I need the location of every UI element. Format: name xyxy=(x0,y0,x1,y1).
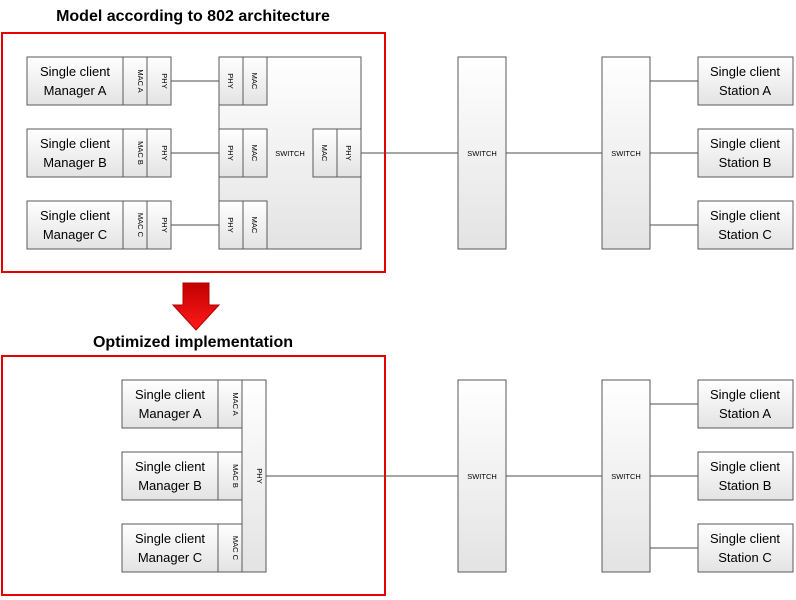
bottom-manager-c: Single client Manager C MAC C xyxy=(121,523,243,573)
manager-b-phy: PHY xyxy=(160,145,169,160)
bottom-station-c: Single client Station C xyxy=(697,523,794,573)
bottom-manager-b-mac: MAC B xyxy=(231,464,240,488)
manager-c-line1: Single client xyxy=(40,208,110,223)
top-section-title: Model according to 802 architecture xyxy=(56,8,330,25)
bottom-manager-a-mac: MAC A xyxy=(231,392,240,415)
bottom-section-title: Optimized implementation xyxy=(93,334,293,351)
top-station-b-line2: Station B xyxy=(719,155,772,170)
shared-phy-label: PHY xyxy=(255,468,264,483)
bottom-switch-1-label: SWITCH xyxy=(467,472,497,481)
top-station-b-line1: Single client xyxy=(710,136,780,151)
top-station-c: Single client Station C xyxy=(697,200,794,250)
top-manager-c: Single client Manager C MAC C PHY xyxy=(26,200,172,250)
bridge-port-b-mac: MAC xyxy=(250,145,259,162)
manager-b-mac: MAC B xyxy=(136,141,145,165)
bottom-station-a-line2: Station A xyxy=(719,406,771,421)
bottom-station-b: Single client Station B xyxy=(697,451,794,501)
top-station-c-line2: Station C xyxy=(718,227,771,242)
bridge-port-a-mac: MAC xyxy=(250,73,259,90)
bottom-manager-c-line2: Manager C xyxy=(138,550,202,565)
bottom-station-c-line1: Single client xyxy=(710,531,780,546)
manager-b-line2: Manager B xyxy=(43,155,107,170)
bottom-manager-c-mac: MAC C xyxy=(231,536,240,561)
bridge-switch-label: SWITCH xyxy=(275,149,305,158)
manager-a-line2: Manager A xyxy=(44,83,107,98)
bottom-switch-1: SWITCH xyxy=(457,379,507,573)
top-manager-a: Single client Manager A MAC A PHY xyxy=(26,56,172,106)
top-switch-1: SWITCH xyxy=(457,56,507,250)
top-bridge-switch: SWITCH PHY MAC PHY MAC PHY MAC MAC PHY xyxy=(218,56,362,250)
bottom-switch-2: SWITCH xyxy=(601,379,651,573)
bottom-manager-b-line2: Manager B xyxy=(138,478,202,493)
bottom-station-c-line2: Station C xyxy=(718,550,771,565)
top-station-c-line1: Single client xyxy=(710,208,780,223)
manager-c-line2: Manager C xyxy=(43,227,107,242)
manager-b-line1: Single client xyxy=(40,136,110,151)
down-arrow-icon xyxy=(171,282,221,331)
manager-a-phy: PHY xyxy=(160,73,169,88)
bottom-manager-b-line1: Single client xyxy=(135,459,205,474)
bottom-station-b-line2: Station B xyxy=(719,478,772,493)
top-switch-2-label: SWITCH xyxy=(611,149,641,158)
bottom-shared-phy: PHY xyxy=(241,379,267,573)
bottom-manager-a-line2: Manager A xyxy=(139,406,202,421)
bridge-uplink-phy: PHY xyxy=(344,145,353,160)
top-switch-2: SWITCH xyxy=(601,56,651,250)
manager-c-mac: MAC C xyxy=(136,213,145,238)
bottom-station-a: Single client Station A xyxy=(697,379,794,429)
top-station-b: Single client Station B xyxy=(697,128,794,178)
bottom-station-a-line1: Single client xyxy=(710,387,780,402)
bottom-station-b-line1: Single client xyxy=(710,459,780,474)
top-wires xyxy=(171,80,698,226)
bridge-port-b-phy: PHY xyxy=(226,145,235,160)
bottom-switch-2-label: SWITCH xyxy=(611,472,641,481)
top-switch-1-label: SWITCH xyxy=(467,149,497,158)
bottom-manager-a: Single client Manager A MAC A xyxy=(121,379,243,429)
manager-a-mac: MAC A xyxy=(136,69,145,92)
bridge-uplink-mac: MAC xyxy=(320,145,329,162)
bottom-wires xyxy=(266,403,698,549)
top-station-a-line2: Station A xyxy=(719,83,771,98)
bottom-manager-c-line1: Single client xyxy=(135,531,205,546)
top-station-a-line1: Single client xyxy=(710,64,780,79)
bottom-manager-b: Single client Manager B MAC B xyxy=(121,451,243,501)
bottom-manager-a-line1: Single client xyxy=(135,387,205,402)
bridge-port-c-phy: PHY xyxy=(226,217,235,232)
bridge-port-a-phy: PHY xyxy=(226,73,235,88)
top-station-a: Single client Station A xyxy=(697,56,794,106)
bridge-port-c-mac: MAC xyxy=(250,217,259,234)
manager-a-line1: Single client xyxy=(40,64,110,79)
top-manager-b: Single client Manager B MAC B PHY xyxy=(26,128,172,178)
manager-c-phy: PHY xyxy=(160,217,169,232)
